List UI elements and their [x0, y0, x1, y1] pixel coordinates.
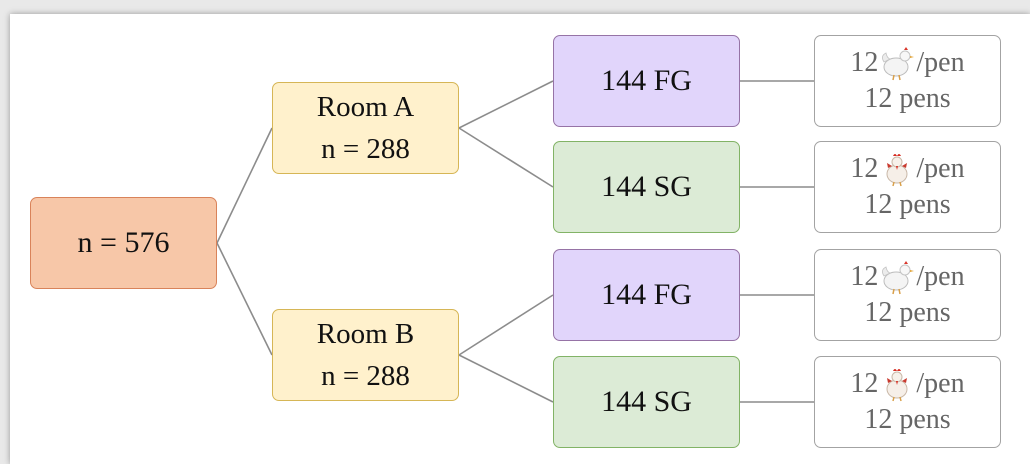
pen-count: 12 pens: [864, 83, 951, 114]
room-a-node: Room A n = 288: [272, 82, 459, 174]
root-node: n = 576: [30, 197, 217, 289]
edge-room-b-sg: [458, 354, 554, 403]
white-chicken-icon: [879, 259, 915, 295]
birds-per-pen-count: 12: [850, 367, 879, 399]
birds-per-pen-count: 12: [850, 152, 879, 184]
edge-room-a-fg: [458, 80, 554, 129]
edge-room-b-fg: [458, 294, 554, 356]
root-label: n = 576: [77, 226, 170, 260]
room-count: n = 288: [321, 360, 410, 392]
birds-per-pen-count: 12: [850, 260, 879, 292]
per-pen-suffix: /pen: [916, 260, 965, 292]
group-node-sg: 144 SG: [553, 356, 740, 448]
group-node-fg: 144 FG: [553, 249, 740, 341]
per-pen-suffix: /pen: [916, 152, 965, 184]
per-pen-suffix: /pen: [916, 367, 965, 399]
pen-node: 12 /pen 12 pens: [814, 141, 1001, 233]
pen-count: 12 pens: [864, 404, 951, 435]
group-label: 144 FG: [601, 64, 692, 98]
group-node-fg: 144 FG: [553, 35, 740, 127]
room-b-node: Room B n = 288: [272, 309, 459, 401]
pen-node: 12 /pen 12 pens: [814, 35, 1001, 127]
group-label: 144 SG: [601, 385, 692, 419]
room-count: n = 288: [321, 133, 410, 165]
room-name: Room B: [316, 317, 415, 350]
birds-per-pen-count: 12: [850, 46, 879, 78]
edge-root-room-b: [216, 242, 273, 356]
pen-node: 12 /pen 12 pens: [814, 249, 1001, 341]
room-name: Room A: [316, 90, 415, 123]
white-chicken-icon: [879, 45, 915, 81]
group-node-sg: 144 SG: [553, 141, 740, 233]
chicken-icon: [879, 366, 915, 402]
per-pen-suffix: /pen: [916, 46, 965, 78]
group-label: 144 FG: [601, 278, 692, 312]
pen-count: 12 pens: [864, 297, 951, 328]
pen-count: 12 pens: [864, 189, 951, 220]
edge-root-room-a: [216, 127, 273, 244]
pen-node: 12 /pen 12 pens: [814, 356, 1001, 448]
group-label: 144 SG: [601, 170, 692, 204]
chicken-icon: [879, 151, 915, 187]
edge-room-a-sg: [458, 127, 554, 188]
